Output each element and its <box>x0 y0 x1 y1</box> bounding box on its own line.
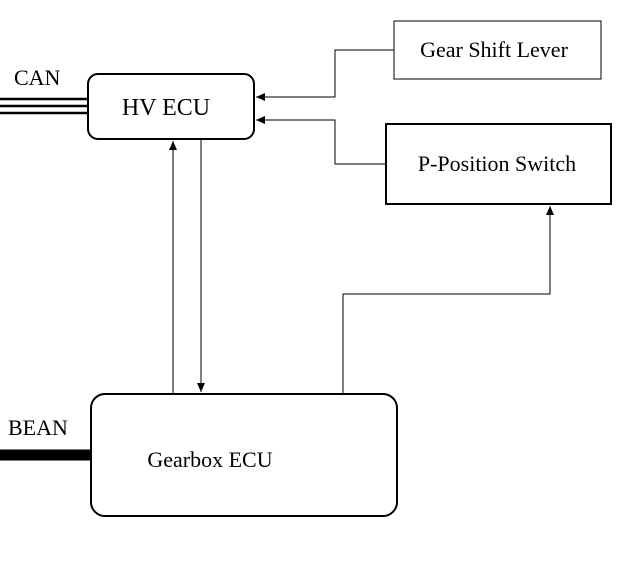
lever-to-hv-ecu-arrow <box>256 49 394 101</box>
hv-ecu-label: HV ECU <box>122 95 210 121</box>
switch-to-hv-ecu-arrow <box>256 116 386 165</box>
p-position-switch-node: P-Position Switch <box>385 123 612 205</box>
gearbox-ecu-label: Gearbox ECU <box>147 447 272 472</box>
hv-ecu-node: HV ECU <box>87 73 255 140</box>
gearbox-to-switch-arrow <box>342 206 554 394</box>
bean-label: BEAN <box>8 415 68 440</box>
gear-shift-lever-label: Gear Shift Lever <box>420 37 568 62</box>
gearbox-ecu-node: Gearbox ECU <box>90 393 398 517</box>
can-bus-lines <box>0 97 88 115</box>
gear-shift-lever-node: Gear Shift Lever <box>393 20 602 80</box>
p-position-switch-label: P-Position Switch <box>418 151 576 176</box>
can-label: CAN <box>14 65 61 90</box>
